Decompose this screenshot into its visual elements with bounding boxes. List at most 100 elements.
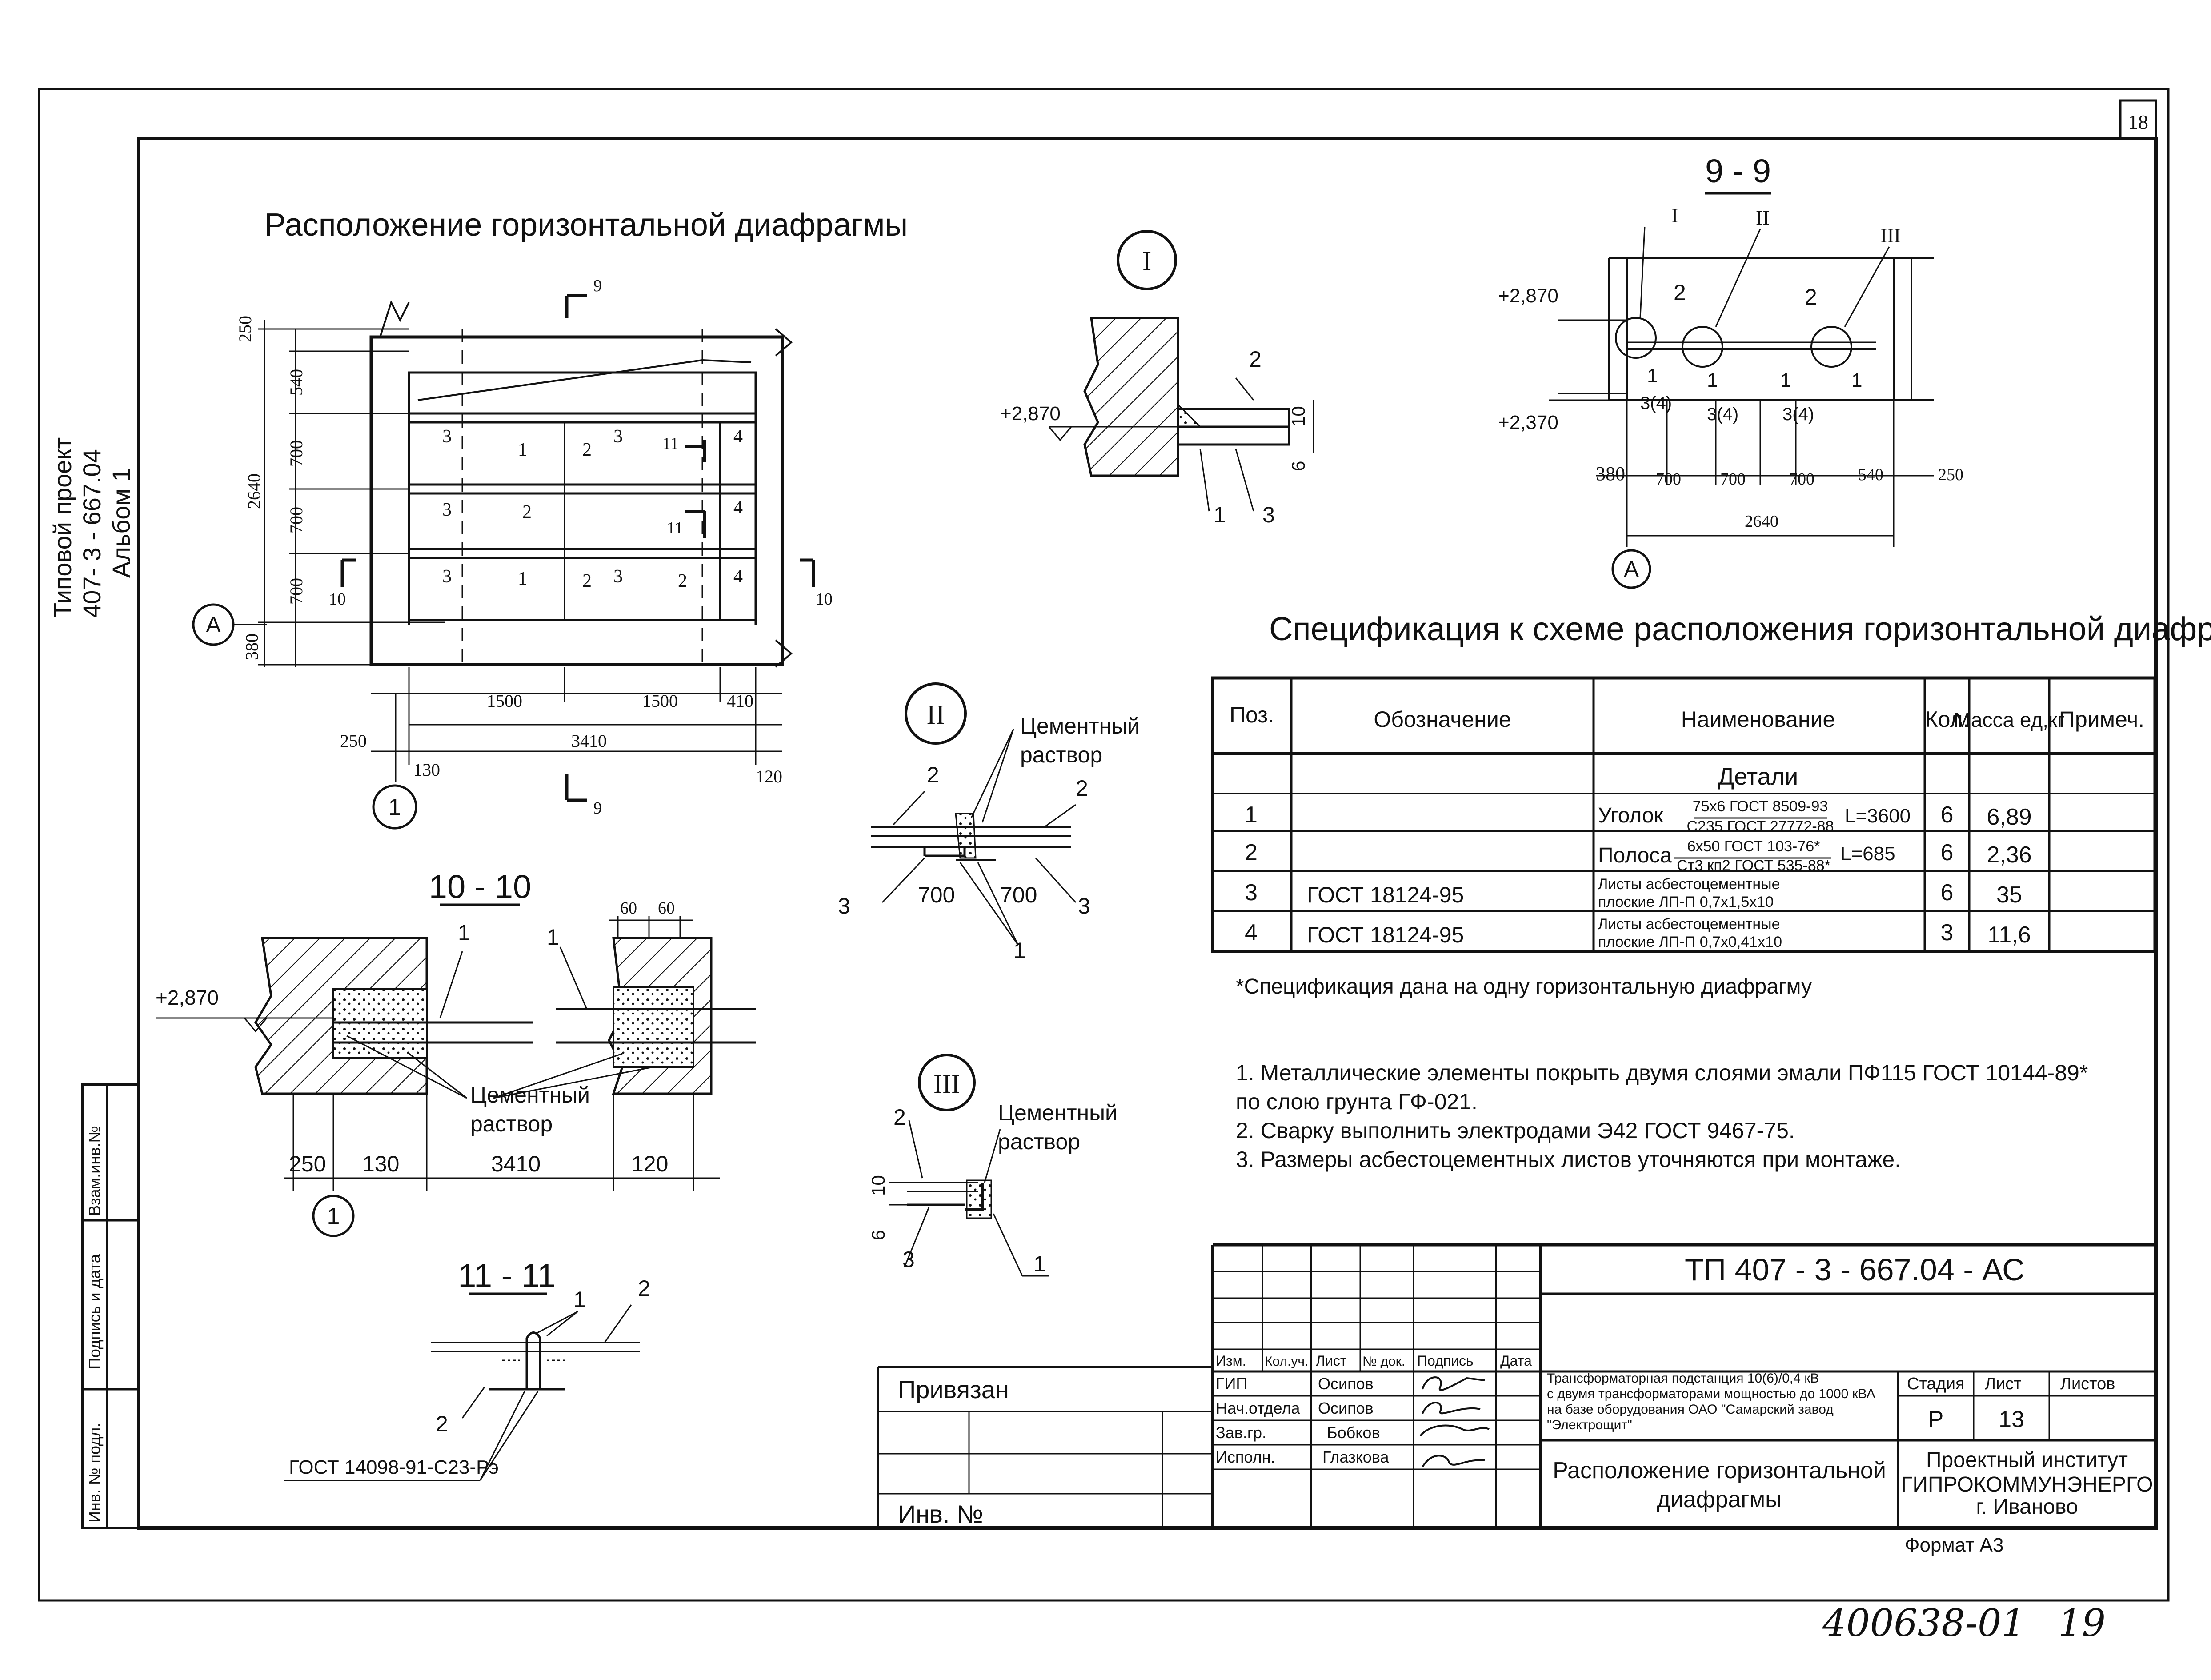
plan-pos-4c: 4 [733, 566, 743, 587]
page-number-box [2119, 99, 2157, 140]
spec-row1-name: Уголок [1598, 804, 1664, 827]
detail-1-elevation: +2,870 [1000, 403, 1061, 425]
detail-3-marker: III [933, 1069, 960, 1099]
tb-sheet-label: Лист [1985, 1375, 2022, 1393]
section-9-label-1d: 1 [1851, 369, 1862, 391]
spec-row1-name-bottom: С235 ГОСТ 27772-88 [1686, 818, 1834, 835]
page-number: 18 [2128, 111, 2148, 133]
spec-row2-name-top: 6x50 ГОСТ 103-76* [1687, 838, 1820, 855]
handwritten-page: 19 [2058, 1601, 2106, 1645]
spec-row3-name-top: Листы асбестоцементные [1598, 876, 1780, 893]
section-10-dim-120: 120 [631, 1151, 668, 1176]
tb-stage: Р [1928, 1407, 1944, 1432]
tb-org-line2: ГИПРОКОММУНЭНЕРГО [1901, 1473, 2153, 1496]
section-9-label-1c: 1 [1780, 369, 1791, 391]
detail-2-mortar-line2: раствор [1020, 742, 1102, 767]
section-10-labels: 10 - 10 +2,870 1 1 Цементный раствор 60 … [156, 868, 675, 1229]
tb-role-exec: Исполн. [1216, 1448, 1275, 1466]
plan-pos-3c: 3 [442, 500, 452, 520]
outer-frame [38, 88, 2170, 1602]
plan-dim-left-540: 540 [286, 369, 306, 396]
plan-labels: 250 540 700 700 700 380 2640 1500 1500 4… [206, 277, 833, 820]
detail-2-label-3a: 3 [838, 894, 850, 918]
detail-2 [871, 682, 1077, 945]
detail-1-label-3: 3 [1262, 502, 1275, 527]
section-11-label-1: 1 [573, 1287, 586, 1312]
tb-object-line1: Трансформаторная подстанция 10(6)/0,4 кВ [1547, 1371, 1819, 1386]
section-9-label-2b: 2 [1805, 285, 1817, 309]
section-9-label-1a: 1 [1647, 365, 1658, 387]
plan-dim-left-2640: 2640 [244, 473, 264, 509]
section-9-marker-3: III [1880, 224, 1901, 247]
section-9-label-2a: 2 [1674, 280, 1686, 305]
tb-object-line2: с двумя трансформаторами мощностью до 10… [1547, 1387, 1875, 1401]
tb-role-head: Нач.отдела [1216, 1399, 1300, 1417]
tb-col-izm: Изм. [1216, 1353, 1246, 1369]
plan-dim-top-1500a: 1500 [487, 691, 522, 711]
section-11-weld-note: ГОСТ 14098-91-С23-Рэ [289, 1456, 499, 1478]
detail-3-dim-6: 6 [868, 1230, 889, 1240]
tb-org-line3: г. Иваново [1976, 1495, 2078, 1519]
section-9-dim-2640: 2640 [1745, 512, 1778, 531]
plan-dim-top-410: 410 [727, 691, 753, 711]
tb-binding: Привязан [898, 1375, 1009, 1403]
plan-title: Расположение горизонтальной диафрагмы [264, 207, 908, 243]
section-10-dim-60a: 60 [620, 899, 637, 918]
handwritten-note: 400638-01 [1822, 1601, 2025, 1645]
section-9-marker-1: I [1671, 204, 1678, 227]
section-9-marker-2: II [1756, 206, 1770, 229]
tb-col-sign: Подпись [1417, 1353, 1474, 1369]
detail-3-label-2: 2 [893, 1105, 906, 1130]
detail-3-mortar-line2: раствор [998, 1129, 1080, 1154]
spec-row4-name-top: Листы асбестоцементные [1598, 916, 1780, 933]
detail-1 [1048, 230, 1314, 512]
side-sign-date: Подпись и дата [85, 1254, 104, 1369]
detail-3-dim-10: 10 [868, 1175, 889, 1196]
section-10-dim-60b: 60 [658, 899, 675, 918]
spec-row4-qty: 3 [1941, 920, 1954, 946]
spec-row4-designation: ГОСТ 18124-95 [1307, 922, 1464, 947]
spec-group-label: Детали [1718, 763, 1798, 790]
spec-row3-qty: 6 [1941, 880, 1954, 906]
detail-2-dim-700b: 700 [1000, 882, 1037, 907]
plan-pos-1a: 1 [518, 440, 527, 460]
detail-1-label-1: 1 [1214, 502, 1226, 527]
detail-3-mortar-line1: Цементный [998, 1100, 1118, 1125]
plan-pos-4a: 4 [733, 426, 743, 447]
tb-col-date: Дата [1500, 1353, 1532, 1369]
spec-row1-pos: 1 [1245, 802, 1258, 828]
plan-dim-bot-130: 130 [413, 760, 440, 780]
tb-name-group: Бобков [1327, 1423, 1380, 1442]
section-10-dim-130: 130 [362, 1151, 399, 1176]
plan-cut10-right: 10 [816, 590, 833, 609]
side-inv-podl: Инв. № подл. [85, 1423, 104, 1523]
tb-name-head: Осипов [1318, 1399, 1374, 1417]
section-10-elevation: +2,870 [156, 986, 219, 1009]
tb-role-gip: ГИП [1216, 1375, 1247, 1393]
detail-3-label-3: 3 [902, 1247, 915, 1272]
spec-row2-name: Полоса [1598, 844, 1672, 867]
spec-row3-designation: ГОСТ 18124-95 [1307, 882, 1464, 907]
spec-row3-pos: 3 [1245, 880, 1258, 906]
tb-object-line4: "Электрощит" [1547, 1418, 1632, 1432]
detail-2-dim-700a: 700 [918, 882, 955, 907]
note-3: 3. Размеры асбестоцементных листов уточн… [1236, 1147, 1901, 1172]
detail-2-label-2b: 2 [1076, 776, 1088, 801]
side-stamp: Типовой проект 407- 3 - 667.04 Альбом 1 … [48, 437, 140, 1529]
plan-dim-left-700c: 700 [286, 578, 306, 605]
spec-header-name: Наименование [1681, 707, 1835, 732]
plan-view: Расположение горизонтальной диафрагмы [192, 207, 908, 830]
spec-row1-name-top: 75x6 ГОСТ 8509-93 [1693, 798, 1828, 815]
plan-axis-a: А [206, 612, 221, 637]
spec-row4-pos: 4 [1245, 920, 1258, 946]
plan-pos-2a: 2 [582, 440, 592, 460]
tb-inv-no: Инв. № [898, 1500, 983, 1528]
plan-pos-3e: 3 [613, 566, 623, 587]
spec-header-qty: Кол. [1925, 707, 1969, 732]
plan-pos-3b: 3 [613, 426, 623, 447]
section-9-label-34b: 3(4) [1707, 405, 1738, 424]
tb-org-line1: Проектный институт [1926, 1448, 2128, 1472]
spec-row2-name-bottom: Ст3 кп2 ГОСТ 535-88* [1677, 857, 1830, 874]
plan-axis-1: 1 [389, 794, 401, 820]
spec-row1-qty: 6 [1941, 802, 1954, 828]
